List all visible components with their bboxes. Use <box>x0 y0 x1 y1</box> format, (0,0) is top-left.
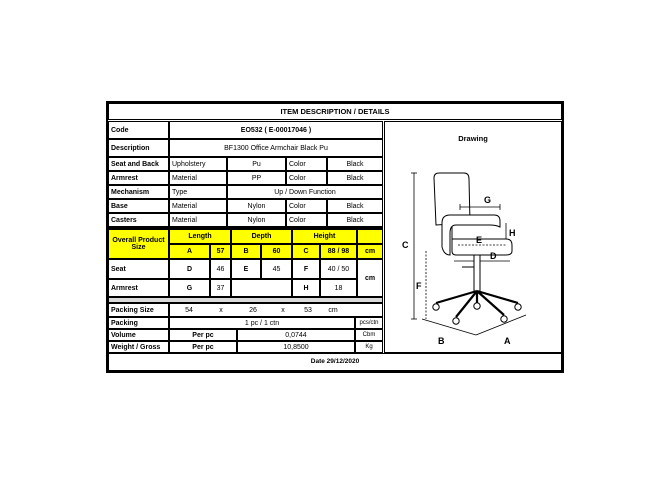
packing-label: Packing <box>108 317 169 329</box>
packing-value-unit: pcs/ctn <box>355 317 383 329</box>
material-color-label: Color <box>286 213 327 227</box>
seat-label: Seat <box>108 259 169 279</box>
volume-value: 0,0744 <box>237 329 355 341</box>
code-value: EO532 ( E-00017046 ) <box>169 121 383 139</box>
material-type: Material <box>169 213 227 227</box>
drawing-letter-c: C <box>402 240 409 250</box>
d-label: D <box>169 259 210 279</box>
material-type: Type <box>169 185 227 199</box>
description-label: Description <box>108 139 169 157</box>
drawing-label: Drawing <box>458 134 488 143</box>
material-part: Base <box>108 199 169 213</box>
weight-unit: Kg <box>355 341 383 353</box>
material-type: Upholstery <box>169 157 227 171</box>
material-type: Material <box>169 171 227 185</box>
a-value: 57 <box>210 244 231 259</box>
material-value: Pu <box>227 157 286 171</box>
c-unit: cm <box>357 244 383 259</box>
material-type: Material <box>169 199 227 213</box>
packing-x1: x <box>209 303 233 317</box>
code-label: Code <box>108 121 169 139</box>
sheet-title: ITEM DESCRIPTION / DETAILS <box>108 103 562 120</box>
h-value: 18 <box>320 279 357 297</box>
date-footer: Date 29/12/2020 <box>108 353 562 371</box>
b-value: 60 <box>261 244 292 259</box>
packing-length: 54 <box>169 303 209 317</box>
weight-label: Weight / Gross <box>108 341 169 353</box>
packing-x2: x <box>273 303 293 317</box>
volume-label: Volume <box>108 329 169 341</box>
c-value: 88 / 98 <box>320 244 357 259</box>
description-value: BF1300 Office Armchair Black Pu <box>169 139 383 157</box>
weight-per: Per pc <box>169 341 237 353</box>
g-value: 37 <box>210 279 231 297</box>
e-value: 45 <box>261 259 292 279</box>
armrest-dim-label: Armrest <box>108 279 169 297</box>
length-header: Length <box>169 229 231 244</box>
material-part: Mechanism <box>108 185 169 199</box>
seat-armrest-unit: cm <box>357 259 383 297</box>
packing-unit: cm <box>323 303 343 317</box>
drawing-letter-a: A <box>504 336 511 346</box>
packing-value: 1 pc / 1 ctn <box>169 317 355 329</box>
material-color-label: Color <box>286 199 327 213</box>
drawing-letter-d: D <box>490 251 497 261</box>
material-color: Black <box>327 213 383 227</box>
packing-width: 26 <box>233 303 273 317</box>
spacer-row <box>108 297 383 303</box>
material-part: Seat and Back <box>108 157 169 171</box>
drawing-letter-b: B <box>438 336 445 346</box>
material-color-label: Color <box>286 157 327 171</box>
f-label: F <box>292 259 320 279</box>
chair-drawing: C F G H E D <box>402 172 527 346</box>
g-label: G <box>169 279 210 297</box>
material-part: Casters <box>108 213 169 227</box>
drawing-letter-h: H <box>509 228 516 238</box>
c-label: C <box>292 244 320 259</box>
height-header-filler <box>357 229 383 244</box>
material-value: Nylon <box>227 199 286 213</box>
volume-unit: Cbm <box>355 329 383 341</box>
f-value: 40 / 50 <box>320 259 357 279</box>
material-value: PP <box>227 171 286 185</box>
material-color: Black <box>327 199 383 213</box>
depth-header: Depth <box>231 229 292 244</box>
h-label: H <box>292 279 320 297</box>
a-label: A <box>169 244 210 259</box>
packing-height: 53 <box>293 303 323 317</box>
armrest-empty <box>231 279 292 297</box>
material-color: Black <box>327 171 383 185</box>
spec-sheet: ITEM DESCRIPTION / DETAILS Code EO532 ( … <box>106 101 564 373</box>
material-color: Black <box>327 157 383 171</box>
packing-size-label: Packing Size <box>108 303 169 317</box>
drawing-letter-f: F <box>416 281 422 291</box>
b-label: B <box>231 244 261 259</box>
height-header: Height <box>292 229 357 244</box>
drawing-letter-e: E <box>476 235 482 245</box>
material-value: Up / Down Function <box>227 185 383 199</box>
drawing-letter-g: G <box>484 195 491 205</box>
e-label: E <box>231 259 261 279</box>
material-value: Nylon <box>227 213 286 227</box>
d-value: 46 <box>210 259 231 279</box>
material-color-label: Color <box>286 171 327 185</box>
volume-per: Per pc <box>169 329 237 341</box>
weight-value: 10,8500 <box>237 341 355 353</box>
overall-size-label: Overall Product Size <box>108 229 169 259</box>
material-part: Armrest <box>108 171 169 185</box>
materials-spacer <box>108 227 383 229</box>
